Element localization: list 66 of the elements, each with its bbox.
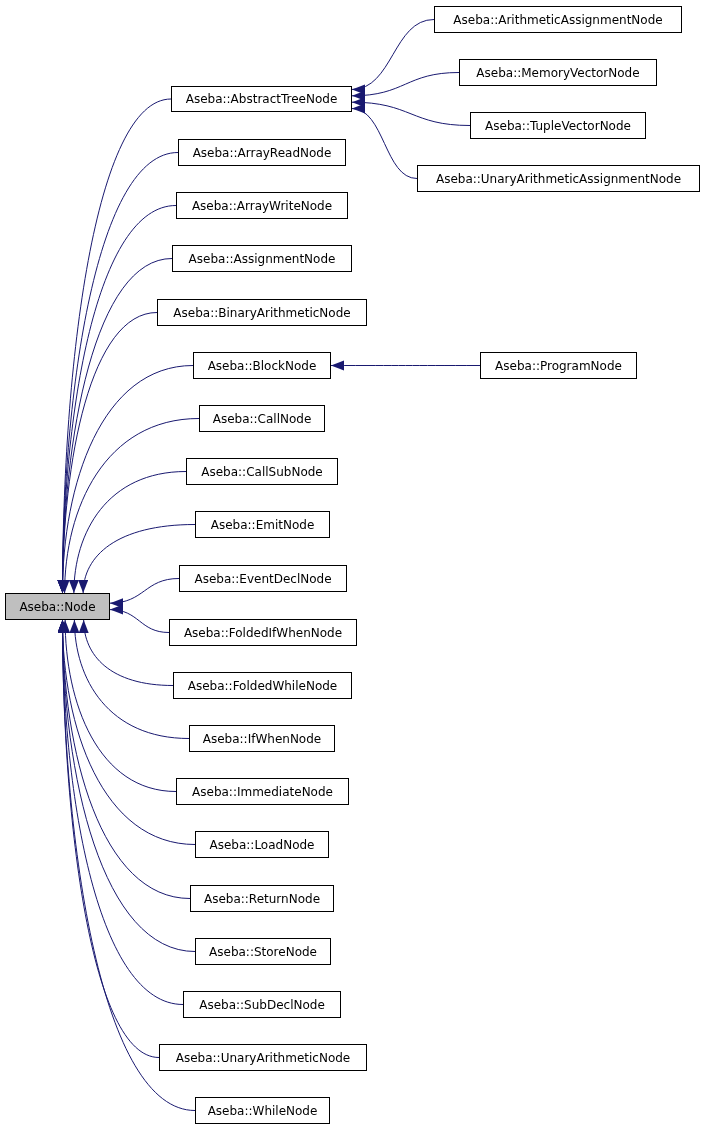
inheritance-arrow xyxy=(69,471,187,594)
class-name: Aseba::AssignmentNode xyxy=(188,251,336,266)
class-box xyxy=(434,6,682,33)
class-name: Aseba::ReturnNode xyxy=(203,891,320,906)
class-box xyxy=(470,112,646,139)
class-name: Aseba::BinaryArithmeticNode xyxy=(173,305,351,320)
class-box xyxy=(173,672,352,699)
class-name: Aseba::CallNode xyxy=(212,411,312,426)
inheritance-arrow xyxy=(109,578,180,608)
class-box xyxy=(171,86,352,112)
class-name: Aseba::TupleVectorNode xyxy=(485,118,631,133)
class-name: Aseba::SubDeclNode xyxy=(199,997,325,1012)
inheritance-arrow xyxy=(57,619,196,1111)
class-name: Aseba::StoreNode xyxy=(209,944,317,959)
class-box xyxy=(417,165,700,192)
inheritance-arrow xyxy=(60,418,200,594)
class-name: Aseba::FoldedWhileNode xyxy=(187,678,338,693)
class-box xyxy=(176,778,349,805)
class-box xyxy=(169,619,357,646)
inheritance-arrow xyxy=(57,365,194,594)
class-name: Aseba::EmitNode xyxy=(210,517,315,532)
class-box xyxy=(183,991,341,1018)
class-box xyxy=(199,405,325,432)
class-box xyxy=(459,59,657,86)
class-box xyxy=(159,1044,367,1071)
class-box xyxy=(189,725,335,752)
class-box xyxy=(186,458,338,485)
class-name: Aseba::UnaryArithmeticNode xyxy=(175,1050,351,1065)
class-box xyxy=(176,192,348,219)
class-name: Aseba::IfWhenNode xyxy=(202,731,322,746)
class-name: Aseba::UnaryArithmeticAssignmentNode xyxy=(435,171,682,186)
class-box xyxy=(190,885,334,912)
inheritance-arrow xyxy=(79,619,174,686)
class-name: Aseba::ArrayWriteNode xyxy=(191,198,333,213)
class-box xyxy=(195,938,331,965)
class-box xyxy=(193,352,331,379)
class-name: Aseba::FoldedIfWhenNode xyxy=(183,625,343,640)
class-name: Aseba::ArrayReadNode xyxy=(192,145,332,160)
class-name: Aseba::WhileNode xyxy=(207,1103,318,1118)
inheritance-arrow xyxy=(351,97,471,126)
inheritance-arrow xyxy=(70,619,190,739)
inheritance-arrow xyxy=(351,72,460,101)
class-box xyxy=(172,245,352,272)
inheritance-arrow xyxy=(79,524,196,594)
class-box xyxy=(157,299,367,326)
class-name: Aseba::EventDeclNode xyxy=(194,571,332,586)
class-name: Aseba::LoadNode xyxy=(209,837,315,852)
inheritance-arrow xyxy=(351,105,418,179)
class-name: Aseba::BlockNode xyxy=(207,358,317,373)
class-name: Aseba::MemoryVectorNode xyxy=(476,65,640,80)
class-box xyxy=(480,352,637,379)
class-name: Aseba::AbstractTreeNode xyxy=(185,92,338,106)
class-name: Aseba::ImmediateNode xyxy=(192,784,333,799)
class-box xyxy=(5,593,110,620)
inheritance-arrow xyxy=(109,605,170,633)
inheritance-arrow xyxy=(330,360,481,371)
class-name: Aseba::CallSubNode xyxy=(201,464,323,479)
inheritance-arrow xyxy=(351,19,435,93)
class-name: Aseba::Node xyxy=(19,599,96,614)
class-box xyxy=(195,1097,330,1124)
class-name: Aseba::ArithmeticAssignmentNode xyxy=(453,12,663,27)
class-name: Aseba::ProgramNode xyxy=(495,358,622,373)
class-box xyxy=(179,565,347,592)
class-box xyxy=(178,139,346,166)
class-box xyxy=(195,831,329,858)
class-box xyxy=(195,511,330,538)
